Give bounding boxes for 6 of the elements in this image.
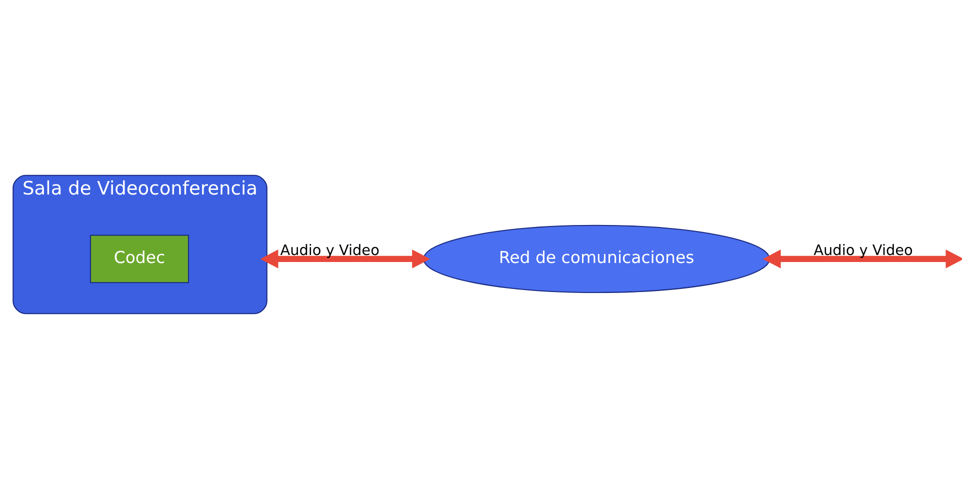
node-box: Codec: [89, 234, 188, 283]
edge-label: Audio y Video: [280, 242, 379, 259]
arrow: [762, 249, 962, 268]
arrow: [260, 249, 430, 268]
edge-label: Audio y Video: [813, 242, 912, 259]
node-ellipse: Red de comunicaciones: [422, 224, 770, 293]
